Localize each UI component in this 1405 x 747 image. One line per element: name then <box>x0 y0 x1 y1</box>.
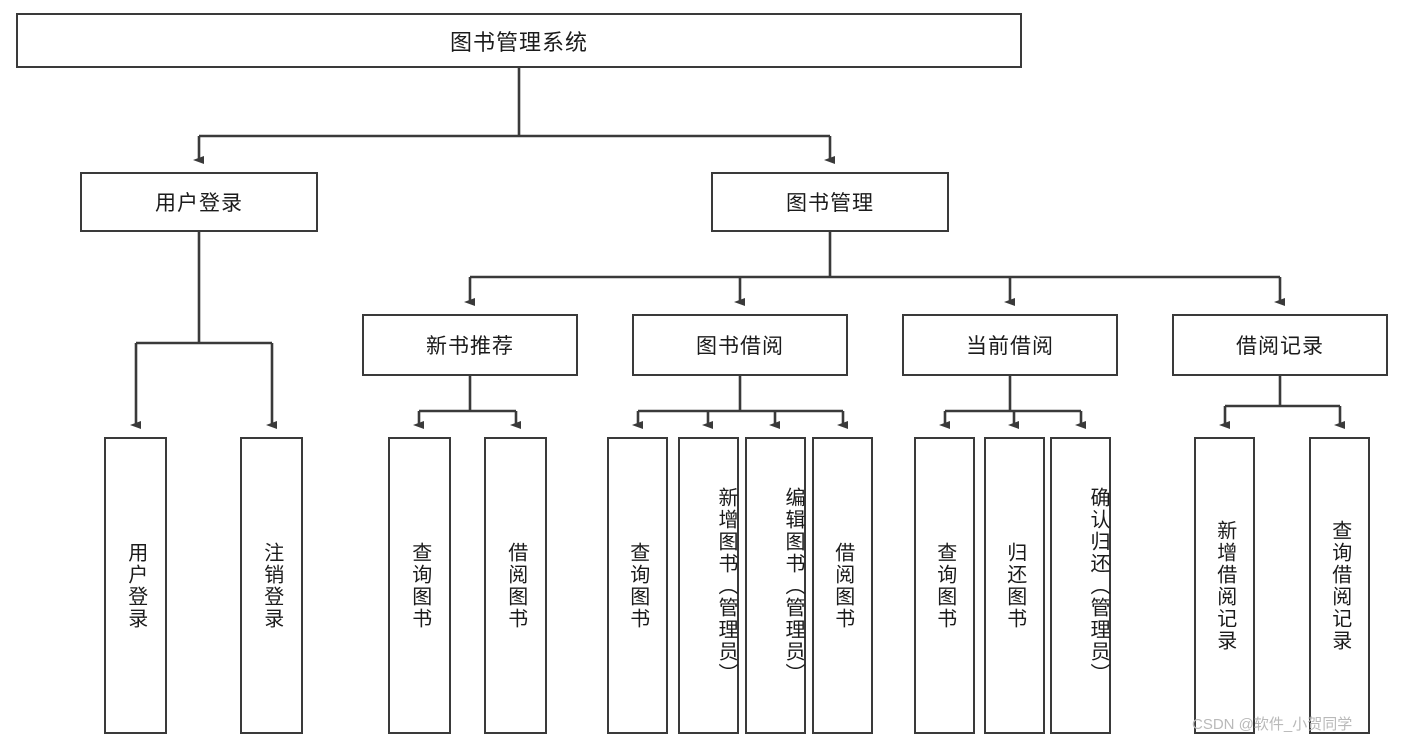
node-borrow-record[interactable]: 借阅记录 <box>1172 314 1388 376</box>
leaf-query-book-recommend[interactable]: 查询图书 <box>388 437 451 734</box>
leaf-add-book-admin[interactable]: 新增图书（管理员） <box>678 437 739 734</box>
node-new-book-recommend[interactable]: 新书推荐 <box>362 314 578 376</box>
node-book-management[interactable]: 图书管理 <box>711 172 949 232</box>
leaf-borrow-book[interactable]: 借阅图书 <box>812 437 873 734</box>
leaf-query-book-borrow[interactable]: 查询图书 <box>607 437 668 734</box>
leaf-add-borrow-record[interactable]: 新增借阅记录 <box>1194 437 1255 734</box>
watermark-text: CSDN @软件_小贺同学 <box>1192 716 1353 733</box>
leaf-query-borrow-record[interactable]: 查询借阅记录 <box>1309 437 1370 734</box>
node-book-borrow[interactable]: 图书借阅 <box>632 314 848 376</box>
leaf-confirm-return-admin[interactable]: 确认归还（管理员） <box>1050 437 1111 734</box>
leaf-borrow-book-recommend[interactable]: 借阅图书 <box>484 437 547 734</box>
leaf-query-book-current[interactable]: 查询图书 <box>914 437 975 734</box>
leaf-user-login[interactable]: 用户登录 <box>104 437 167 734</box>
leaf-edit-book-admin[interactable]: 编辑图书（管理员） <box>745 437 806 734</box>
node-current-borrow[interactable]: 当前借阅 <box>902 314 1118 376</box>
node-root[interactable]: 图书管理系统 <box>16 13 1022 68</box>
leaf-return-book[interactable]: 归还图书 <box>984 437 1045 734</box>
node-user-login[interactable]: 用户登录 <box>80 172 318 232</box>
leaf-logout-login[interactable]: 注销登录 <box>240 437 303 734</box>
